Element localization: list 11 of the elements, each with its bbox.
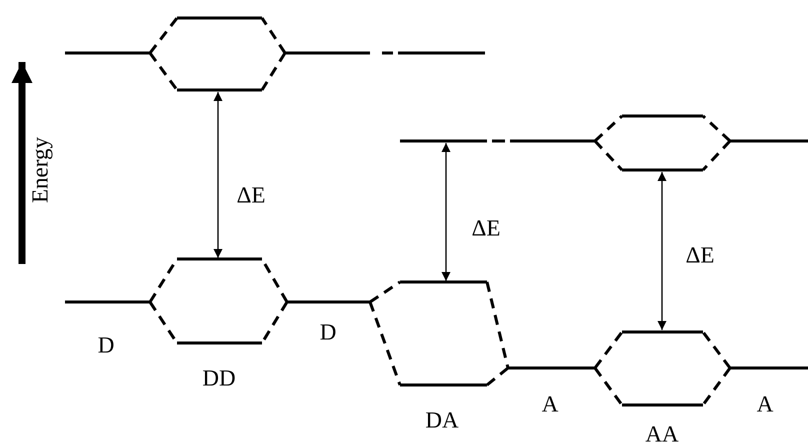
- gap-label: ΔE: [686, 244, 714, 266]
- level-label: DD: [202, 366, 236, 390]
- gap-label: ΔE: [236, 184, 266, 206]
- level-label: D: [320, 320, 336, 344]
- level-label: A: [756, 392, 774, 416]
- level-label: A: [542, 392, 558, 416]
- level-label: D: [98, 334, 114, 356]
- level-label: DA: [425, 408, 459, 432]
- gap-label: ΔE: [472, 216, 500, 240]
- axis-label: Energy: [28, 137, 52, 203]
- level-label: AA: [645, 422, 679, 442]
